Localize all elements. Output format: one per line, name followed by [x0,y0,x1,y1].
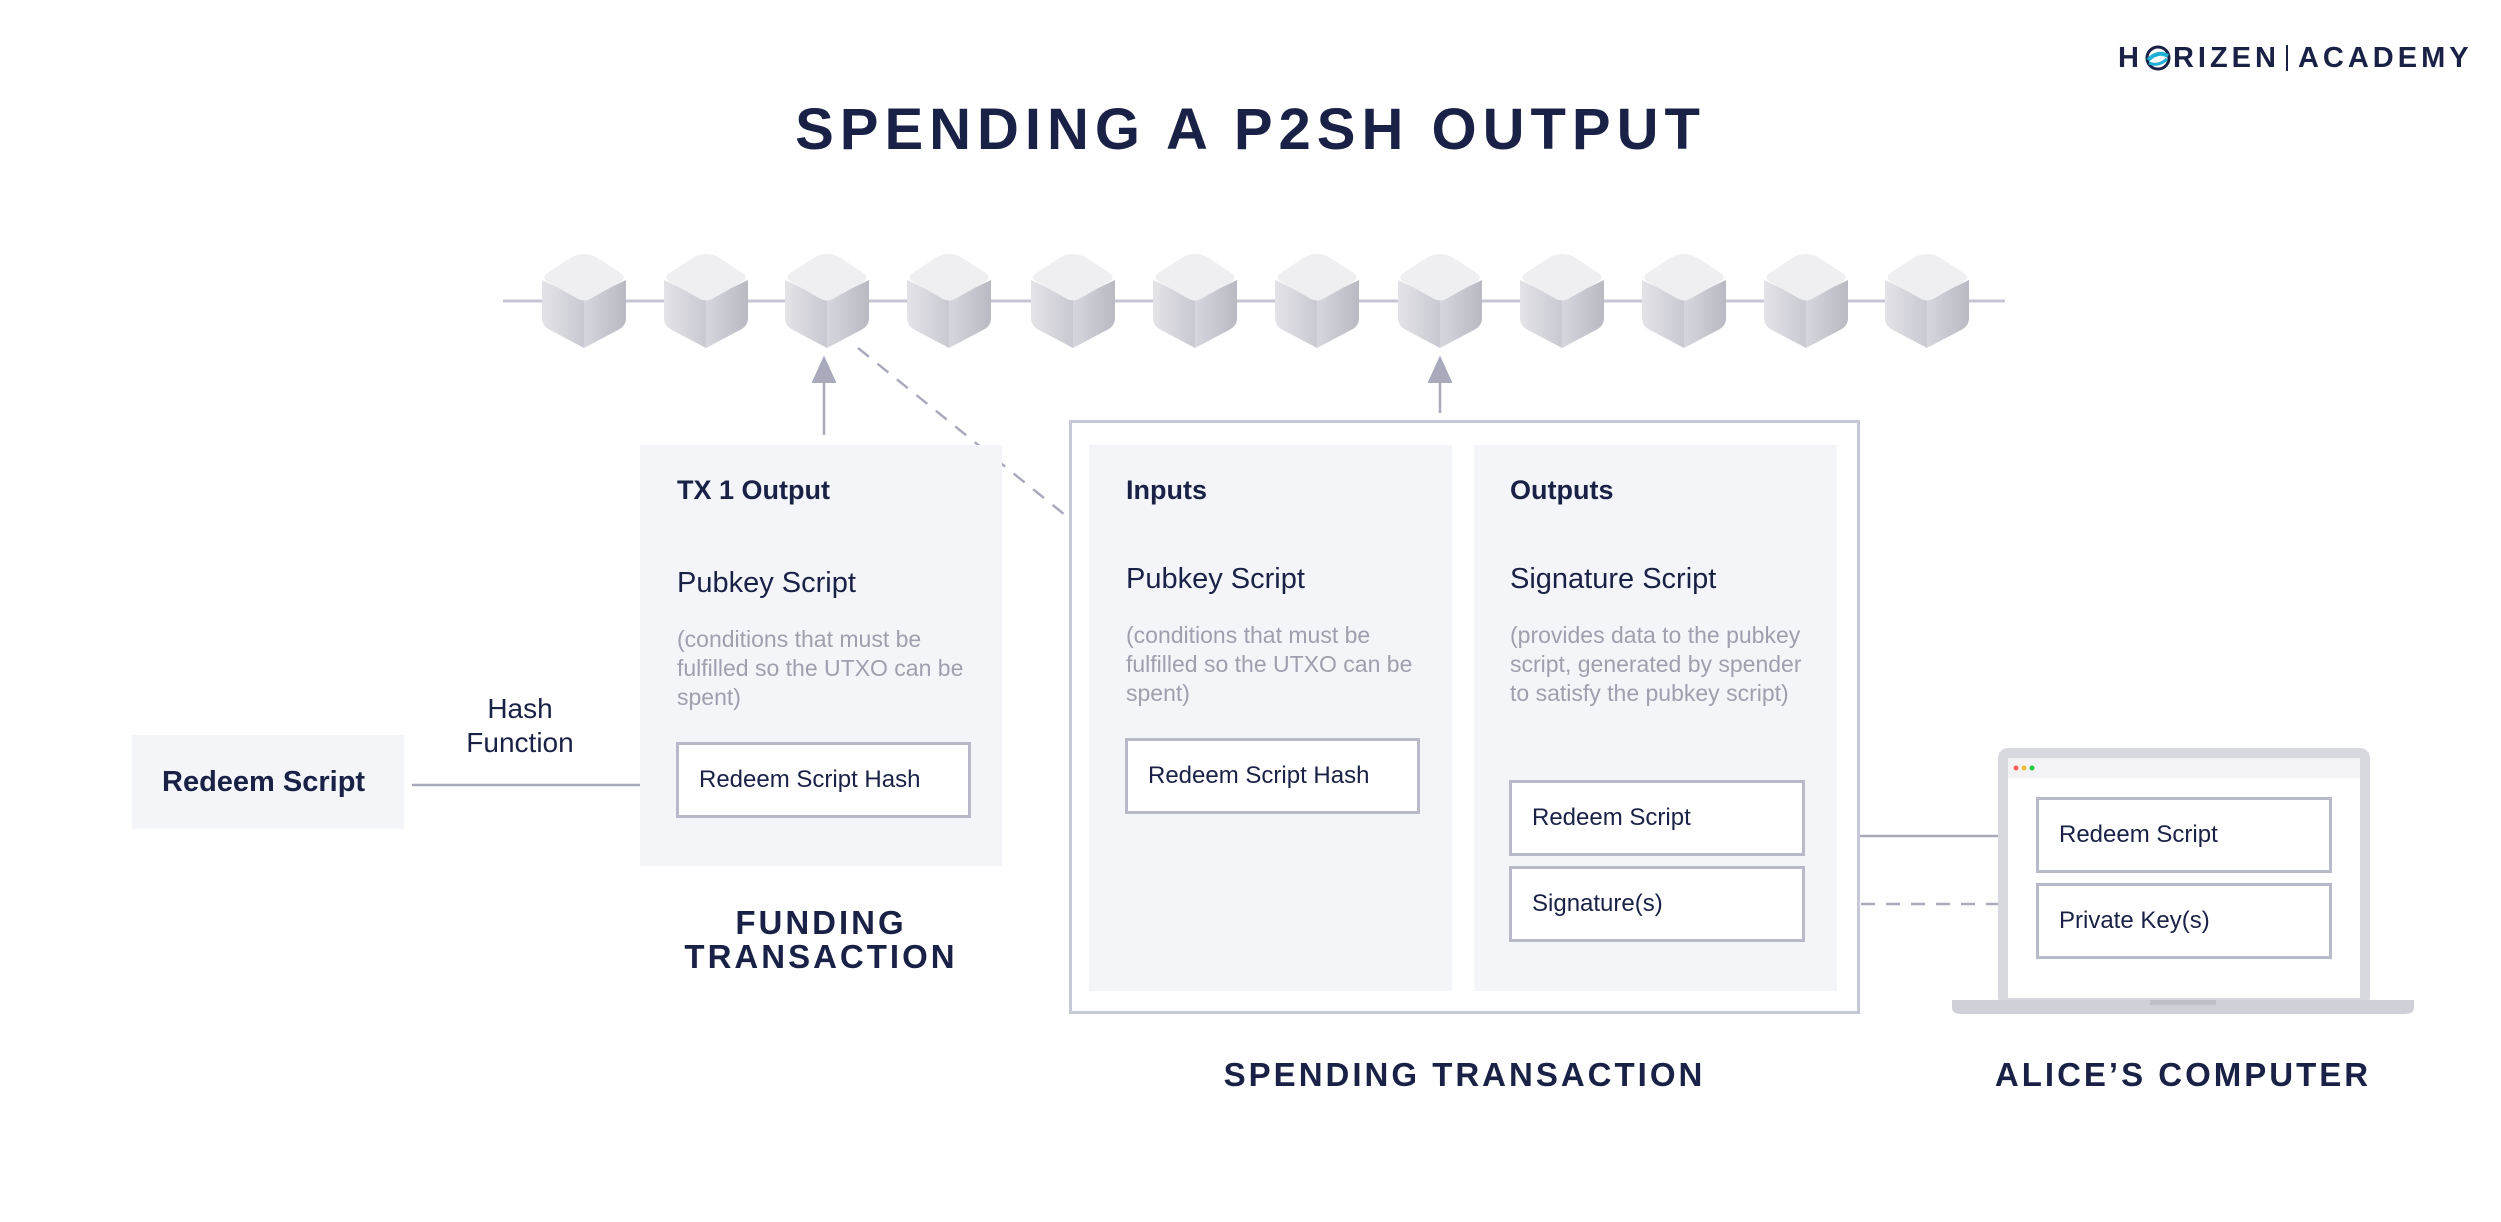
spending-caption: SPENDING TRANSACTION [1223,1056,1706,1093]
block-icon [664,254,748,348]
inputs-redeem-script-hash-box: Redeem Script Hash [1125,738,1420,814]
block-icon [1398,254,1482,348]
funding-heading: TX 1 Output [677,475,830,505]
page-title: SPENDING A P2SH OUTPUT [795,97,1706,162]
outputs-subhead: Signature Script [1510,563,1717,595]
block-icon [1520,254,1604,348]
block-icon [1764,254,1848,348]
block-icon [1642,254,1726,348]
inputs-description: (conditions that must be fulfilled so th… [1126,622,1413,706]
inputs-panel: Inputs Pubkey Script (conditions that mu… [1089,445,1452,991]
funding-caption-line2: TRANSACTION [684,938,958,975]
horizen-academy-logo: H RIZEN ACADEMY [2118,38,2473,78]
laptop-icon [1952,748,2414,1014]
block-icon [1885,254,1969,348]
block-icon [1153,254,1237,348]
spending-tx-frame: Inputs Pubkey Script (conditions that mu… [1069,420,1860,1014]
funding-subhead: Pubkey Script [677,567,856,599]
block-icon [542,254,626,348]
logo-divider [2285,45,2288,71]
funding-tx-output-panel: TX 1 Output Pubkey Script (conditions th… [640,445,1002,866]
outputs-redeem-script-box: Redeem Script [1509,780,1805,856]
funding-caption: FUNDING TRANSACTION [640,906,1002,974]
alice-redeem-script-box: Redeem Script [2036,797,2332,873]
outputs-signatures-box: Signature(s) [1509,866,1805,942]
alice-caption: ALICE’S COMPUTER [1994,1056,2372,1093]
block-icon [1275,254,1359,348]
hash-function-label: Hash Function [466,693,574,758]
outputs-description: (provides data to the pubkey script, gen… [1510,622,1802,706]
block-icon [1031,254,1115,348]
funding-redeem-script-hash-box: Redeem Script Hash [676,742,971,818]
outputs-heading: Outputs [1510,475,1614,505]
inputs-heading: Inputs [1126,475,1207,505]
logo-brand-prefix: H [2118,41,2143,74]
redeem-script-label: Redeem Script [162,765,366,798]
block-icon [907,254,991,348]
funding-caption-line1: FUNDING [735,904,907,941]
alice-private-key-box: Private Key(s) [2036,883,2332,959]
redeem-script-block: Redeem Script [132,735,404,829]
funding-description: (conditions that must be fulfilled so th… [677,626,964,710]
logo-academy: ACADEMY [2297,41,2473,74]
inputs-subhead: Pubkey Script [1126,563,1305,595]
block-icon [785,254,869,348]
horizen-logo-icon [2145,45,2171,71]
logo-brand-suffix: RIZEN [2172,41,2280,74]
outputs-panel: Outputs Signature Script (provides data … [1474,445,1837,991]
